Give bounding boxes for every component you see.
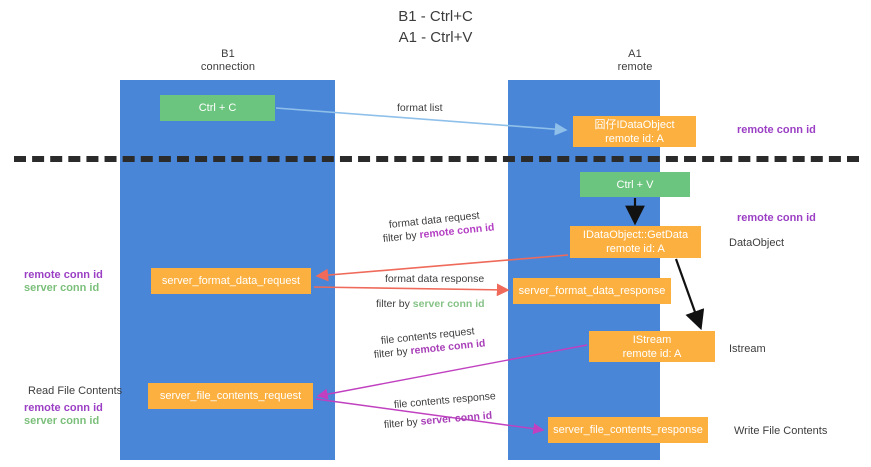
node-server-format-data-request-label: server_format_data_request [161, 275, 301, 287]
node-server-file-contents-request[interactable]: server_file_contents_request [148, 383, 313, 409]
node-istream[interactable]: IStream remote id: A [589, 331, 715, 362]
node-istream-title: IStream [632, 333, 672, 346]
title-line-1: B1 - Ctrl+C [398, 8, 473, 25]
node-ctrl-v[interactable]: Ctrl + V [580, 172, 690, 197]
filter-key: server conn id [420, 409, 493, 428]
edge-label-format-data-response-filter: filter by server conn id [376, 298, 485, 311]
filter-prefix: filter by [376, 298, 413, 310]
label-write-file-contents: Write File Contents [734, 425, 828, 437]
lane-a1-sub: remote [617, 61, 653, 73]
label-remote-conn-id-mid: remote conn id [737, 212, 816, 224]
node-idataobject[interactable]: 囧仔IDataObject remote id: A [573, 116, 696, 147]
label-read-file-contents: Read File Contents [28, 385, 123, 397]
node-server-format-data-response[interactable]: server_format_data_response [513, 278, 671, 304]
filter-prefix: filter by [373, 345, 412, 361]
label-left-server-conn-id-2: server conn id [24, 415, 100, 427]
node-ctrl-c[interactable]: Ctrl + C [160, 95, 275, 121]
node-server-format-data-request[interactable]: server_format_data_request [151, 268, 311, 294]
edge-label-file-contents-response: file contents response [393, 390, 497, 411]
node-getdata-subtitle: remote id: A [606, 243, 665, 255]
node-server-file-contents-response-label: server_file_contents_response [553, 424, 703, 436]
filter-prefix: filter by [383, 415, 422, 431]
node-istream-subtitle: remote id: A [622, 347, 682, 360]
node-server-file-contents-response[interactable]: server_file_contents_response [548, 417, 708, 443]
label-istream: Istream [729, 343, 766, 355]
label-left-remote-conn-id: remote conn id [24, 269, 103, 281]
label-dataobject: DataObject [729, 237, 785, 249]
node-ctrl-c-label: Ctrl + C [198, 102, 237, 114]
node-server-file-contents-request-label: server_file_contents_request [159, 390, 302, 402]
title-line-2: A1 - Ctrl+V [398, 29, 473, 46]
filter-key: server conn id [412, 298, 485, 310]
lane-b1-sub: connection [200, 61, 256, 73]
filter-prefix: filter by [382, 229, 421, 245]
node-server-format-data-response-label: server_format_data_response [518, 285, 666, 297]
section-divider [14, 156, 859, 162]
label-left-server-conn-id: server conn id [24, 282, 100, 294]
lane-b1-name: B1 [221, 48, 235, 60]
edge-label-format-list: format list [397, 102, 443, 114]
lane-header-a1: A1 remote [562, 48, 708, 74]
lane-a1-name: A1 [628, 48, 642, 60]
node-idataobject-subtitle: remote id: A [605, 132, 664, 145]
label-left-remote-conn-id-2: remote conn id [24, 402, 103, 414]
edge-label-format-data-response: format data response [385, 273, 485, 285]
node-getdata-title: IDataObject::GetData [582, 229, 689, 241]
label-remote-conn-id-top: remote conn id [737, 124, 816, 136]
diagram-title: B1 - Ctrl+C A1 - Ctrl+V [0, 6, 871, 48]
node-idataobject-title: 囧仔IDataObject [594, 118, 675, 131]
node-idataobject-getdata[interactable]: IDataObject::GetData remote id: A [570, 226, 701, 258]
lane-header-b1: B1 connection [155, 48, 301, 74]
edge-label-file-contents-response-filter: filter by server conn id [383, 410, 492, 432]
node-ctrl-v-label: Ctrl + V [616, 178, 654, 191]
